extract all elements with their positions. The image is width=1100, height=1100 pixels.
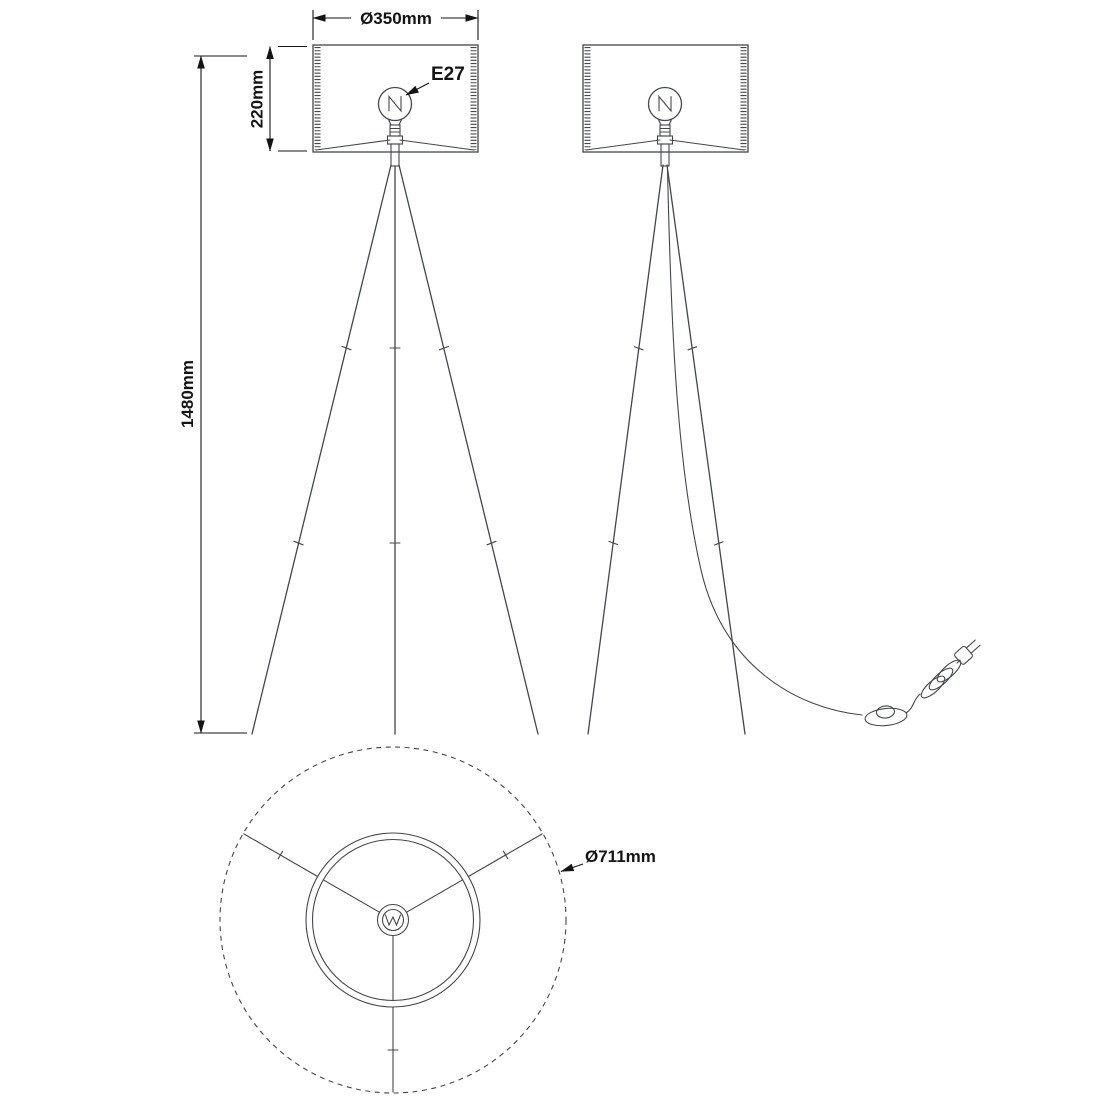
shade-height-label: 220mm [248,70,267,129]
bottom-view [219,746,567,1094]
side-bulb-neck [657,118,673,126]
front-bulb-screw-base [389,124,401,137]
side-shade-struts [585,139,745,151]
front-shade-struts [315,139,475,151]
spoke-joints [277,850,509,1051]
footprint-circle-dashed [219,746,567,1094]
spoke-up-left [243,833,381,913]
side-shade [582,44,749,153]
socket-type-label: E27 [431,64,465,85]
foot-switch [864,705,908,727]
cord-to-coil [905,693,921,714]
footprint-diameter-label: Ø711mm [585,847,656,866]
front-socket-stem [390,143,400,167]
side-leg-left-joints [608,346,644,546]
cord-coil-loop [928,667,954,691]
power-cord [666,169,863,716]
side-leg-right [666,164,746,735]
footprint-leader-line [560,863,584,873]
side-view [582,44,981,735]
side-leg-left [587,164,664,735]
foot-switch-button [875,705,896,719]
front-bulb-neck [387,118,403,126]
hub-inner [381,908,405,932]
front-leg-center-joints [389,347,401,544]
dim-350-label-bg [351,8,441,28]
front-bulb-screw-ridges [389,127,401,133]
front-shade [312,44,479,153]
front-bulb [377,86,413,122]
dimension-total-height: 1480mm [178,55,247,734]
socket-leader-line [405,82,430,96]
front-leg-left [251,164,392,735]
power-plug [954,639,981,665]
plug-body [954,645,973,665]
foot-switch-base [864,707,908,727]
side-bulb-screw-ridges [659,127,671,133]
cord-to-plug [956,659,961,664]
total-height-label: 1480mm [178,360,197,428]
dimension-shade-diameter: Ø350mm [312,8,479,40]
side-bulb-screw-base [659,124,671,137]
front-leg-left-joints [293,345,352,546]
side-bulb [647,86,683,122]
cord-coil-loop [920,675,946,699]
plug-pins [965,639,981,654]
front-bulb-filament [388,94,402,113]
side-bulb-filament [658,94,672,113]
dimension-shade-height: 220mm [248,45,307,152]
cord-coil [920,659,962,699]
label-footprint-diameter: Ø711mm [560,847,656,873]
shade-diameter-label: Ø350mm [360,9,432,28]
front-view [251,44,539,735]
dim-1480-extension-lines [194,55,247,734]
label-socket-type: E27 [405,64,465,96]
front-leg-right [398,164,539,735]
spoke-up-right [405,833,543,913]
front-leg-right-joints [438,345,497,546]
dim-220-extension-lines [278,45,307,152]
hub-filament-top [384,914,402,927]
side-socket-stem [660,143,670,167]
cord-coil-loop [936,659,962,683]
side-leg-right-joints [687,346,724,546]
